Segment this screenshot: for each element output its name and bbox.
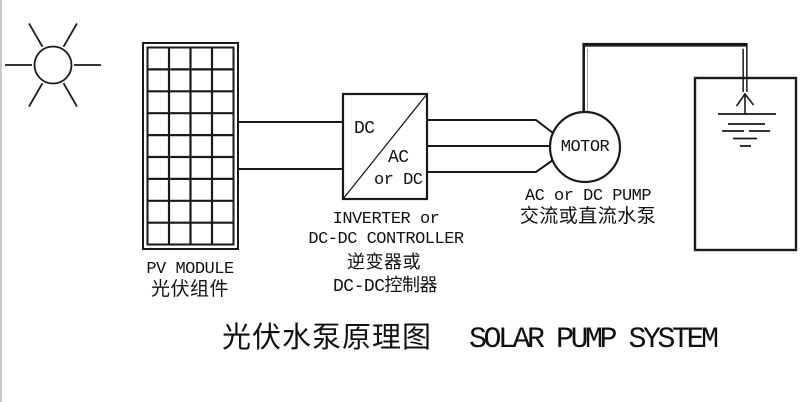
diagram-title-en: SOLAR PUMP SYSTEM xyxy=(469,323,719,357)
pv-module-label-zh: 光伏组件 xyxy=(150,279,230,300)
inverter-caption-line1: INVERTER or xyxy=(332,210,440,229)
inverter-caption-line3: 逆变器或 xyxy=(347,252,421,272)
inverter-or-dc-label: or DC xyxy=(374,171,423,190)
water-surface-icon xyxy=(718,113,776,147)
wires-pv-to-inverter xyxy=(238,121,343,170)
water-tank xyxy=(693,76,798,252)
pv-module-graphic xyxy=(142,42,239,250)
motor-label: MOTOR xyxy=(560,138,610,157)
pv-module-label-en: PV MODULE xyxy=(146,260,234,279)
diagram-title-zh: 光伏水泵原理图 xyxy=(222,322,433,354)
inverter-caption-line4: DC-DC控制器 xyxy=(332,277,438,297)
inverter-ac-label: AC xyxy=(388,148,409,168)
pipe xyxy=(582,42,748,116)
motor-circle xyxy=(548,110,622,184)
pump-label-en: AC or DC PUMP xyxy=(524,187,652,206)
inverter-caption-line2: DC-DC CONTROLLER xyxy=(308,230,464,249)
pump-label-zh: 交流或直流水泵 xyxy=(519,206,657,227)
sun-icon xyxy=(5,22,101,108)
inverter-dc-label: DC xyxy=(354,119,375,139)
wires-inverter-to-motor xyxy=(427,119,554,173)
left-edge-line xyxy=(0,0,2,402)
outlet-arrow-icon xyxy=(735,93,755,115)
